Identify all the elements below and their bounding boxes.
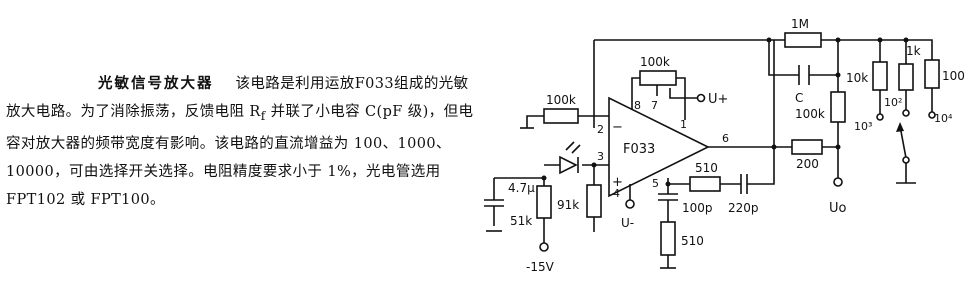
label-u-minus: U- bbox=[621, 216, 634, 230]
pin-5: 5 bbox=[652, 177, 659, 190]
pin-7: 7 bbox=[651, 99, 658, 112]
photodiode bbox=[559, 155, 578, 175]
label-510-h: 510 bbox=[695, 161, 718, 175]
label-100k-fb: 100k bbox=[795, 107, 825, 121]
label-1m: 1M bbox=[791, 17, 809, 31]
description-body: 该电路是利用运放F033组成的光敏放大电路。为了消除振荡，反馈电阻 R bbox=[6, 76, 469, 120]
terminal-u-plus bbox=[696, 93, 706, 103]
resistor-510-v bbox=[660, 221, 676, 256]
resistor-51k bbox=[536, 185, 552, 219]
label-cap-c: C bbox=[795, 91, 803, 105]
wire-noninv-input bbox=[544, 164, 609, 185]
label-trim-100k: 100k bbox=[640, 55, 670, 69]
resistor-10k bbox=[872, 61, 888, 91]
junction-top-c bbox=[766, 37, 772, 43]
terminal-u-minus bbox=[625, 199, 635, 209]
junction-cap-c bbox=[835, 72, 841, 78]
label-neg15: -15V bbox=[526, 260, 555, 274]
label-220p: 220p bbox=[728, 201, 759, 215]
label-gain-10000: 10⁴ bbox=[934, 112, 953, 125]
wire-inv-input bbox=[526, 115, 609, 128]
pin-6: 6 bbox=[722, 132, 729, 145]
pin-4: 4 bbox=[613, 187, 620, 200]
description-paragraph: 光敏信号放大器该电路是利用运放F033组成的光敏放大电路。为了消除振荡，反馈电阻… bbox=[6, 70, 480, 214]
junction-pin5 bbox=[665, 181, 671, 187]
label-uo: Uo bbox=[829, 201, 847, 216]
resistor-510-h bbox=[689, 176, 721, 192]
wire-100 bbox=[918, 39, 933, 112]
resistor-1k bbox=[898, 63, 914, 91]
label-gain-1000: 10³ bbox=[854, 120, 872, 133]
trimmer-100k bbox=[639, 70, 677, 86]
label-100: 100 bbox=[942, 69, 965, 83]
description-body-rest: 并联了小电容 C(pF 级)，但电容对放大器的频带宽度有影响。该电路的直流增益为… bbox=[6, 104, 474, 208]
opamp-name: F033 bbox=[623, 142, 655, 157]
resistor-100 bbox=[924, 59, 940, 89]
capacitor-c bbox=[798, 65, 810, 85]
label-510-v: 510 bbox=[681, 234, 704, 248]
label-100k-in: 100k bbox=[546, 93, 576, 107]
description-subscript: f bbox=[260, 108, 266, 123]
pin-3: 3 bbox=[597, 150, 604, 163]
switch-pivot bbox=[902, 156, 910, 164]
capacitor-220p bbox=[740, 174, 748, 194]
resistor-100k-in bbox=[543, 108, 579, 124]
description-title: 光敏信号放大器 bbox=[98, 76, 214, 92]
label-200: 200 bbox=[796, 157, 819, 171]
junction-noninv bbox=[591, 162, 597, 168]
photodiode-light-rays bbox=[565, 141, 581, 154]
label-gain-100: 10² bbox=[884, 96, 902, 109]
resistor-100k-fb bbox=[830, 91, 846, 123]
label-4-7u: 4.7μ bbox=[508, 181, 535, 195]
switch-contact-2 bbox=[902, 109, 910, 117]
junction-top-1k bbox=[903, 37, 909, 43]
label-10k: 10k bbox=[846, 71, 868, 85]
description-text: 光敏信号放大器该电路是利用运放F033组成的光敏放大电路。为了消除振荡，反馈电阻… bbox=[6, 70, 480, 214]
opamp-f033 bbox=[608, 96, 710, 198]
label-1k: 1k bbox=[906, 44, 921, 58]
resistor-91k bbox=[586, 184, 602, 218]
opamp-plus: + bbox=[612, 175, 623, 190]
label-91k: 91k bbox=[557, 198, 579, 212]
junction-output bbox=[771, 144, 777, 150]
opamp-minus: − bbox=[612, 120, 623, 135]
switch-arrow bbox=[896, 122, 904, 132]
junction-top-uo bbox=[835, 37, 841, 43]
capacitor-100p bbox=[658, 193, 678, 201]
wire-cap-c bbox=[768, 40, 838, 76]
switch-contact-1 bbox=[876, 113, 884, 121]
label-100p: 100p bbox=[682, 201, 713, 215]
pin-8: 8 bbox=[634, 99, 641, 112]
pin-2: 2 bbox=[597, 123, 604, 136]
switch-contact-3 bbox=[928, 111, 936, 119]
wire-trim bbox=[631, 77, 698, 120]
label-51k: 51k bbox=[510, 214, 532, 228]
terminal-neg15 bbox=[539, 242, 549, 252]
label-u-plus: U+ bbox=[708, 92, 728, 107]
junction-top-10k bbox=[877, 37, 883, 43]
capacitor-4-7u bbox=[484, 178, 504, 226]
junction-neg15 bbox=[541, 175, 547, 181]
resistor-200 bbox=[791, 139, 823, 155]
wire-switch-ground bbox=[896, 163, 916, 184]
terminal-uo bbox=[833, 177, 843, 187]
pin-1: 1 bbox=[680, 118, 687, 131]
resistor-1m bbox=[784, 32, 822, 48]
junction-uo bbox=[835, 144, 841, 150]
